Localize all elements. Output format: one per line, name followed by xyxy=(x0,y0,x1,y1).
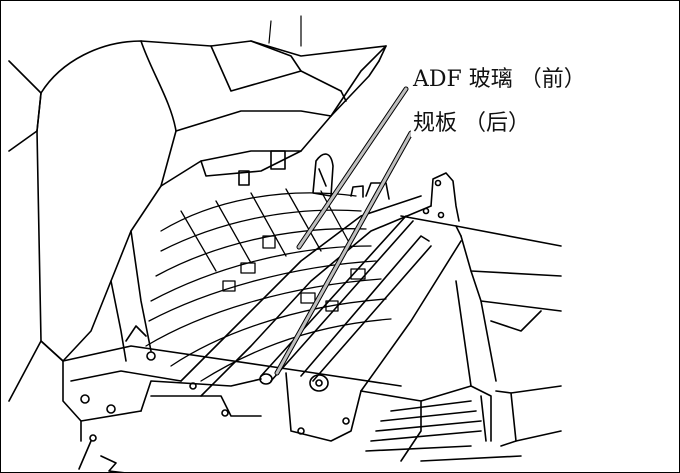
scanner-bed xyxy=(62,172,462,442)
left-sheet-edges xyxy=(8,60,64,402)
leader-lines xyxy=(274,86,414,376)
cable xyxy=(78,434,125,472)
scanning-guide-label: 规板 （后） xyxy=(411,105,532,137)
copier-body xyxy=(360,225,562,462)
feed-guide-ribs xyxy=(145,188,392,382)
adf-cover xyxy=(36,15,387,362)
adf-glass-label: ADF 玻璃 （前） xyxy=(411,61,588,93)
